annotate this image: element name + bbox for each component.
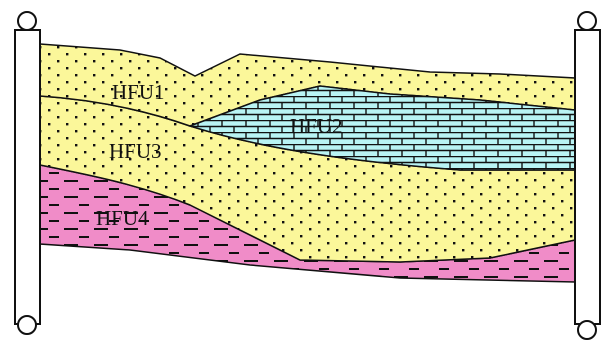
hfu2-label: HFU2 [290,114,343,138]
left-well-top-cap [18,12,36,30]
right-well [575,12,600,339]
hfu4-label: HFU4 [96,206,149,230]
right-well-bottom-cap [578,321,596,339]
left-well-bottom-cap [18,316,36,334]
hfu3-label: HFU3 [109,139,162,163]
left-well [15,12,40,334]
hfu1-label: HFU1 [112,80,165,104]
right-well-top-cap [578,12,596,30]
